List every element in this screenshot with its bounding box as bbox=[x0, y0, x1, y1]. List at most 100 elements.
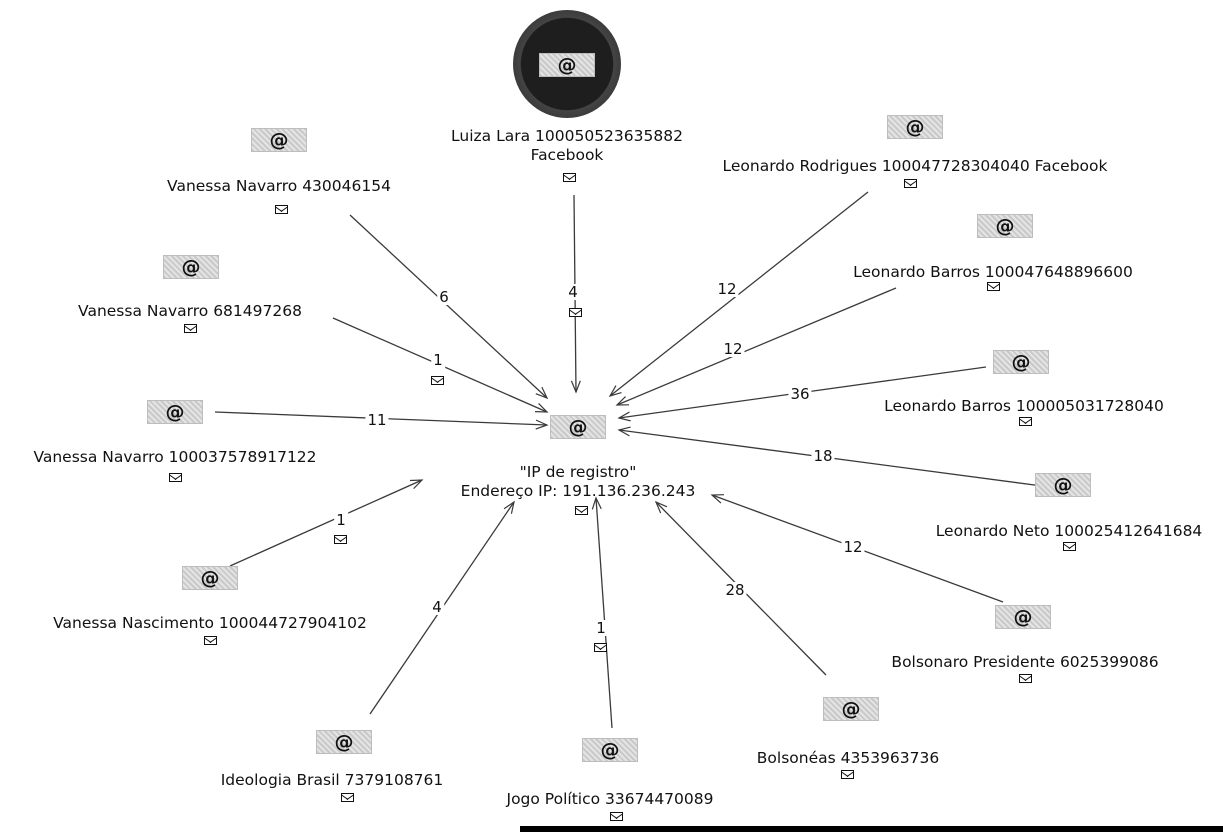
node-label-bolsoneas-line1: Bolsonéas 4353963736 bbox=[756, 749, 940, 767]
node-envelope-icon bbox=[341, 793, 354, 802]
edge-envelope-icon bbox=[594, 643, 607, 652]
edge-count-ideologia: 4 bbox=[430, 598, 444, 616]
node-envelope-icon bbox=[987, 282, 1000, 291]
node-envelope-icon bbox=[563, 173, 576, 182]
node-label-leonardo-neto: Leonardo Neto 100025412641684 bbox=[936, 522, 1203, 541]
node-label-vanessa-1000: Vanessa Navarro 100037578917122 bbox=[33, 448, 316, 467]
node-icon-leonardo-barros-1[interactable]: @ bbox=[977, 214, 1033, 238]
node-envelope-icon bbox=[169, 473, 182, 482]
node-icon-vanessa-1000[interactable]: @ bbox=[147, 400, 203, 424]
node-icon-leonardo-neto[interactable]: @ bbox=[1035, 473, 1091, 497]
node-label-vanessa-1000-line1: Vanessa Navarro 100037578917122 bbox=[33, 448, 317, 466]
edge-count-jogo: 1 bbox=[594, 619, 608, 637]
center-node-label: "IP de registro"Endereço IP: 191.136.236… bbox=[461, 463, 696, 501]
at-glyph: @ bbox=[181, 256, 201, 278]
node-label-leonardo-rodrigues: Leonardo Rodrigues 100047728304040 Faceb… bbox=[722, 157, 1107, 176]
edge-leonardo-rodrigues-arrowhead bbox=[608, 385, 622, 398]
node-envelope-icon bbox=[1019, 417, 1032, 426]
node-envelope-icon bbox=[610, 812, 623, 821]
node-label-jogo-line1: Jogo Político 33674470089 bbox=[506, 790, 714, 808]
node-icon-jogo[interactable]: @ bbox=[582, 738, 638, 762]
node-icon-bolsonaro-presidente[interactable]: @ bbox=[995, 605, 1051, 629]
edge-count-leonardo-barros-1: 12 bbox=[721, 340, 745, 358]
node-label-leonardo-rodrigues-line1: Leonardo Rodrigues 100047728304040 Faceb… bbox=[722, 157, 1108, 175]
at-glyph: @ bbox=[1013, 606, 1033, 628]
node-label-bolsonaro-presidente-line1: Bolsonaro Presidente 6025399086 bbox=[891, 653, 1159, 671]
edge-vanessa-nascimento bbox=[229, 479, 423, 567]
node-envelope-icon bbox=[904, 179, 917, 188]
node-label-vanessa-681: Vanessa Navarro 681497268 bbox=[78, 302, 302, 321]
node-envelope-icon bbox=[1063, 542, 1076, 551]
node-label-ideologia-line1: Ideologia Brasil 7379108761 bbox=[220, 771, 444, 789]
center-node-label-line2: Endereço IP: 191.136.236.243 bbox=[460, 482, 696, 500]
edge-envelope-icon bbox=[569, 308, 582, 317]
edge-leonardo-barros-1-arrowhead bbox=[615, 396, 630, 406]
node-icon-vanessa-430[interactable]: @ bbox=[251, 128, 307, 152]
node-label-leonardo-neto-line1: Leonardo Neto 100025412641684 bbox=[935, 522, 1203, 540]
node-envelope-icon bbox=[1019, 674, 1032, 683]
edge-count-vanessa-430: 6 bbox=[437, 288, 451, 306]
at-glyph: @ bbox=[165, 401, 185, 423]
edge-jogo-arrowhead bbox=[591, 496, 602, 510]
edge-count-luiza: 4 bbox=[566, 283, 580, 301]
edge-luiza-arrowhead bbox=[570, 380, 581, 394]
edge-count-bolsonaro-presidente: 12 bbox=[841, 538, 865, 556]
edge-envelope-icon bbox=[334, 535, 347, 544]
node-icon-ideologia[interactable]: @ bbox=[316, 730, 372, 754]
node-icon-leonardo-barros-2[interactable]: @ bbox=[993, 350, 1049, 374]
node-envelope-icon bbox=[184, 324, 197, 333]
edge-count-leonardo-barros-2: 36 bbox=[788, 385, 812, 403]
node-label-ideologia: Ideologia Brasil 7379108761 bbox=[221, 771, 444, 790]
edge-leonardo-barros-1 bbox=[616, 287, 897, 406]
center-node-icon[interactable]: @ bbox=[550, 415, 606, 439]
node-envelope-icon bbox=[204, 636, 217, 645]
node-icon-bolsoneas[interactable]: @ bbox=[823, 697, 879, 721]
edge-count-vanessa-1000: 11 bbox=[365, 411, 389, 429]
node-icon-vanessa-nascimento[interactable]: @ bbox=[182, 566, 238, 590]
edge-count-leonardo-rodrigues: 12 bbox=[715, 280, 739, 298]
edge-envelope-icon bbox=[431, 376, 444, 385]
edge-vanessa-1000-arrowhead bbox=[535, 419, 549, 430]
edge-vanessa-430 bbox=[349, 214, 548, 399]
node-label-leonardo-barros-2: Leonardo Barros 100005031728040 bbox=[884, 397, 1164, 416]
edge-vanessa-430-arrowhead bbox=[535, 386, 549, 400]
at-glyph: @ bbox=[269, 129, 289, 151]
node-label-leonardo-barros-1-line1: Leonardo Barros 100047648896600 bbox=[853, 263, 1133, 281]
node-icon-luiza[interactable]: @ bbox=[539, 53, 595, 77]
edge-count-vanessa-681: 1 bbox=[431, 351, 445, 369]
node-label-vanessa-nascimento: Vanessa Nascimento 100044727904102 bbox=[53, 614, 367, 633]
node-envelope-icon bbox=[275, 205, 288, 214]
at-glyph: @ bbox=[200, 567, 220, 589]
node-icon-leonardo-rodrigues[interactable]: @ bbox=[887, 115, 943, 139]
node-label-jogo: Jogo Político 33674470089 bbox=[507, 790, 714, 809]
edge-leonardo-rodrigues bbox=[609, 191, 869, 397]
at-glyph: @ bbox=[568, 416, 588, 438]
edge-leonardo-neto-arrowhead bbox=[617, 426, 631, 437]
center-node-label-line1: "IP de registro" bbox=[519, 463, 637, 481]
at-glyph: @ bbox=[1011, 351, 1031, 373]
at-glyph: @ bbox=[600, 739, 620, 761]
center-envelope-icon bbox=[575, 506, 588, 515]
node-label-luiza-line1: Luiza Lara 100050523635882 bbox=[451, 127, 683, 145]
node-label-vanessa-430: Vanessa Navarro 430046154 bbox=[167, 177, 391, 196]
bottom-divider bbox=[520, 826, 1223, 832]
edge-jogo bbox=[595, 497, 613, 729]
node-label-leonardo-barros-1: Leonardo Barros 100047648896600 bbox=[853, 263, 1133, 282]
at-glyph: @ bbox=[841, 698, 861, 720]
at-glyph: @ bbox=[1053, 474, 1073, 496]
edge-bolsoneas-arrowhead bbox=[654, 500, 668, 514]
node-label-vanessa-nascimento-line1: Vanessa Nascimento 100044727904102 bbox=[53, 614, 367, 632]
node-icon-vanessa-681[interactable]: @ bbox=[163, 255, 219, 279]
node-label-bolsonaro-presidente: Bolsonaro Presidente 6025399086 bbox=[891, 653, 1158, 672]
node-label-vanessa-430-line1: Vanessa Navarro 430046154 bbox=[167, 177, 391, 195]
edge-vanessa-nascimento-arrowhead bbox=[409, 479, 424, 490]
at-glyph: @ bbox=[905, 116, 925, 138]
node-label-bolsoneas: Bolsonéas 4353963736 bbox=[757, 749, 939, 768]
node-label-vanessa-681-line1: Vanessa Navarro 681497268 bbox=[78, 302, 302, 320]
at-glyph: @ bbox=[557, 54, 577, 76]
edge-ideologia-arrowhead bbox=[503, 500, 515, 514]
edge-count-leonardo-neto: 18 bbox=[811, 447, 835, 465]
edge-count-vanessa-nascimento: 1 bbox=[334, 511, 348, 529]
